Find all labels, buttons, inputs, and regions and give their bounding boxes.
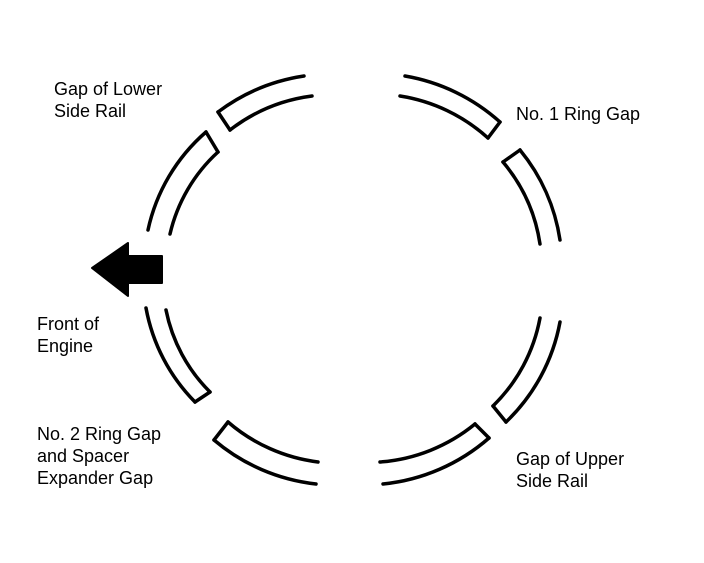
label-no2-ring-gap-and-spacer-expander-gap: No. 2 Ring Gap and Spacer Expander Gap [37,423,161,489]
gap-cap [486,120,502,140]
ring-arc-bottom-left-outer [212,438,318,486]
gap-cap [473,422,491,440]
label-line: Expander Gap [37,468,154,488]
gap-cap [501,148,522,164]
label-line: Engine [37,336,94,356]
gap-cap [193,390,212,404]
ring-arc-right-upper-inner [501,160,542,246]
label-gap-of-upper-side-rail: Gap of Upper Side Rail [516,448,624,492]
ring-arc-right-lower-inner [491,316,542,408]
label-line: Side Rail [54,101,127,121]
label-line: Front of [37,314,100,334]
label-front-of-engine: Front of Engine [37,313,99,357]
gap-cap [204,130,220,154]
ring-arc-bottom-left-inner [226,420,320,464]
label-line: No. 2 Ring Gap [37,424,162,444]
label-line: Gap of Upper [516,449,625,469]
arrow-left-icon [91,242,163,297]
ring-arc-top-right-inner [398,94,490,140]
gap-cap [216,110,232,132]
ring-arc-bottom-right-inner [378,422,477,464]
label-gap-of-lower-side-rail: Gap of Lower Side Rail [54,78,162,122]
label-line: No. 1 Ring Gap [516,104,641,124]
label-line: and Spacer [37,446,130,466]
ring-arc-right-lower-outer [504,320,562,424]
ring-arc-left-lower-outer [144,306,197,404]
ring-arc-left-upper-inner [168,150,220,236]
ring-arc-left-lower-inner [164,308,212,394]
ring-arc-right-upper-outer [518,148,562,242]
label-line: Gap of Lower [54,79,163,99]
gap-cap [491,404,508,424]
ring-arc-top-left-inner [228,94,314,132]
gap-cap [212,420,230,442]
ring-arc-top-left-outer [216,74,306,114]
label-line: Side Rail [516,471,589,491]
ring-arc-bottom-right-outer [381,436,491,486]
ring-arc-left-upper-outer [146,130,208,232]
label-no1-ring-gap: No. 1 Ring Gap [516,103,640,125]
ring-arc-top-right-outer [403,74,502,124]
